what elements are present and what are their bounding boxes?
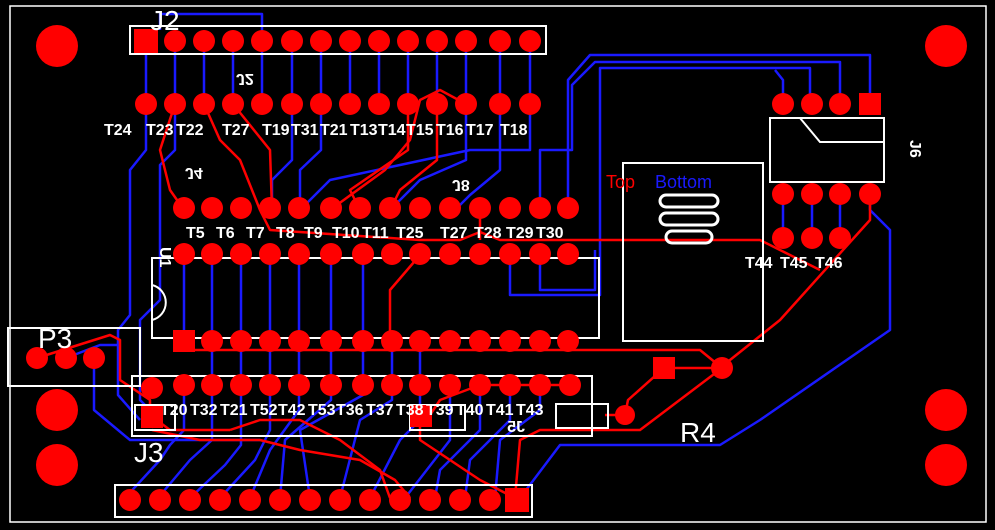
test-point-row2-labels: T5 T6 T7 T8 T9 T10 T11 T25 T27 T28 T29 T… (186, 225, 564, 242)
tp-label: T29 (506, 225, 534, 242)
j5-label: J5 (507, 419, 525, 436)
tp-label: T14 (378, 122, 406, 139)
legend-bottom: Bottom (655, 172, 712, 192)
tp-label: T23 (146, 122, 174, 139)
tp-label: T22 (176, 122, 204, 139)
tp-label: T36 (336, 402, 364, 419)
test-point-row3-labels: T44 T45 T46 (745, 255, 843, 272)
tp-label: T13 (350, 122, 378, 139)
tp-label: T24 (104, 122, 132, 139)
j3-label: J3 (134, 437, 164, 468)
tp-label: T11 (362, 225, 389, 242)
tp-label: T9 (304, 225, 323, 242)
j6-label: J6 (906, 140, 923, 158)
tp-label: T32 (190, 402, 218, 419)
tp-label: T15 (406, 122, 434, 139)
board-outline (9, 5, 987, 523)
tp-label: T27 (222, 122, 250, 139)
tp-label: T52 (250, 402, 278, 419)
tp-label: T43 (516, 402, 544, 419)
mounting-holes (36, 25, 967, 486)
tp-label: T40 (456, 402, 484, 419)
tp-label: T7 (246, 225, 265, 242)
tp-label: T10 (332, 225, 360, 242)
tp-label: T21 (220, 402, 248, 419)
tp-label: T31 (291, 122, 319, 139)
tp-label: T21 (320, 122, 348, 139)
tp-label: T18 (500, 122, 528, 139)
r4-label: R4 (680, 417, 716, 448)
tp-label: T44 (745, 255, 773, 272)
tp-label: T19 (262, 122, 290, 139)
tp-label: T6 (216, 225, 235, 242)
tp-label: T39 (426, 402, 454, 419)
tp-label: T20 (160, 402, 188, 419)
tp-label: T38 (396, 402, 424, 419)
tp-label: T53 (308, 402, 336, 419)
tp-label: T41 (486, 402, 514, 419)
j2-label: J2 (150, 5, 180, 36)
u1-label: U1 (156, 247, 173, 268)
tp-label: T17 (466, 122, 494, 139)
tp-label: T27 (440, 225, 468, 242)
j2-mirror-label: J2 (236, 70, 254, 87)
tp-label: T16 (436, 122, 464, 139)
tp-label: T37 (366, 402, 394, 419)
p3-label: P3 (38, 323, 72, 354)
legend-top: Top (606, 172, 635, 192)
pads (26, 29, 881, 512)
test-point-row4-labels: T20 T32 T21 T52 T42 T53 T36 T37 T38 T39 … (160, 402, 544, 419)
tp-label: T8 (276, 225, 295, 242)
test-point-row1-labels: T24 T23 T22 T27 T19 T31 T21 T13 T14 T15 … (104, 122, 528, 139)
tp-label: T5 (186, 225, 205, 242)
tp-label: T28 (474, 225, 502, 242)
j8-label: J8 (452, 176, 470, 193)
tp-label: T30 (536, 225, 564, 242)
tp-label: T42 (278, 402, 306, 419)
j4-label: J4 (185, 164, 203, 181)
tp-label: T45 (780, 255, 808, 272)
silkscreen (7, 25, 885, 518)
tp-label: T25 (396, 225, 424, 242)
tp-label: T46 (815, 255, 843, 272)
